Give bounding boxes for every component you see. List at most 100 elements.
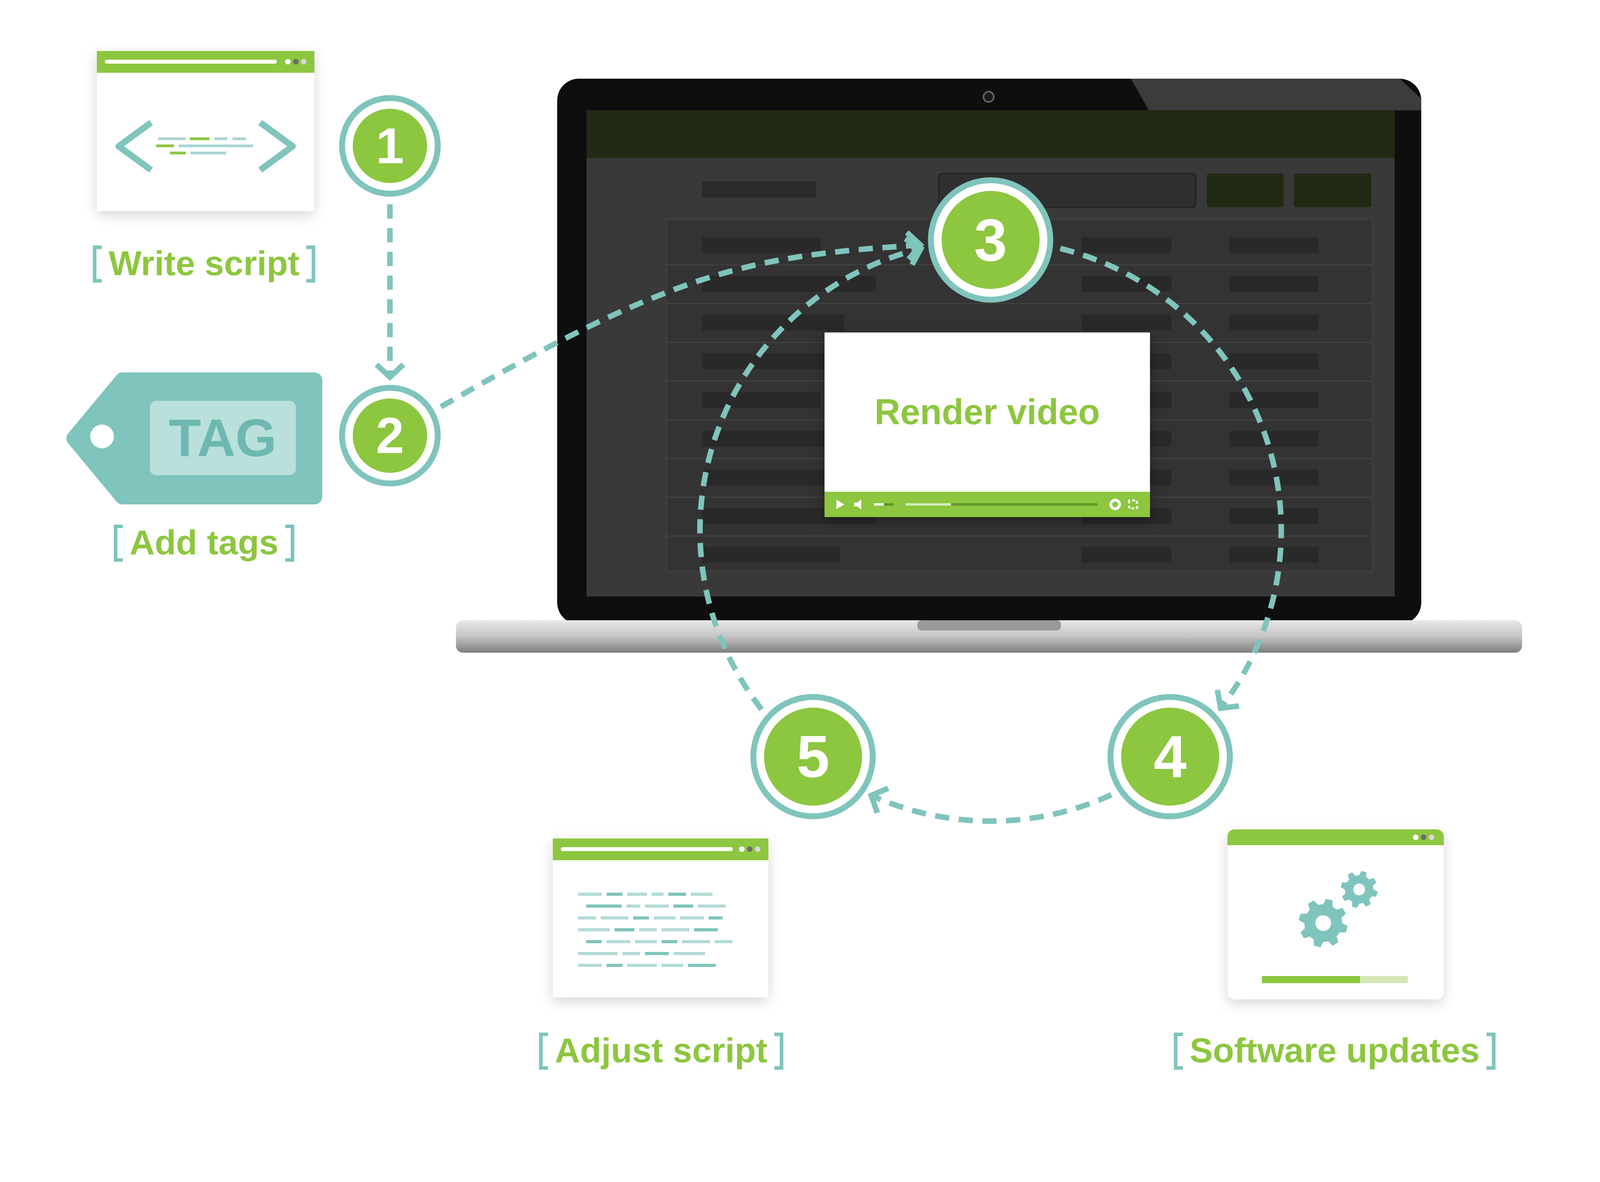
step-label: Write script: [108, 243, 300, 284]
text-line: [578, 916, 596, 920]
bracket: [94, 247, 102, 282]
bracket: [115, 526, 123, 561]
row-bar: [701, 237, 821, 254]
gear-hole: [1315, 915, 1332, 932]
window-dot: [739, 846, 745, 853]
window-dot: [747, 846, 753, 853]
step-circle: 4: [1106, 693, 1234, 821]
text-line: [680, 916, 704, 920]
text-line: [600, 916, 629, 920]
bracket: [774, 1034, 782, 1069]
text-line: [639, 928, 657, 932]
text-line: [708, 916, 723, 920]
code-chevron: [118, 122, 152, 171]
window: [552, 838, 769, 998]
circle-fill: [764, 707, 863, 806]
text-line: [697, 904, 726, 908]
text-line: [606, 892, 623, 897]
row-bar: [1229, 431, 1319, 447]
progress-track: [1261, 976, 1408, 984]
camera: [983, 91, 994, 103]
step-label: Add tags: [129, 522, 279, 563]
circle-ring: [342, 98, 438, 194]
window-dot: [1428, 834, 1435, 841]
row-bar: [701, 314, 845, 331]
window-bar: [96, 51, 315, 73]
window-bar: [552, 838, 769, 861]
text-lines: [578, 894, 733, 966]
bracket: [540, 1034, 549, 1069]
laptop: [455, 78, 1523, 653]
text-line: [653, 916, 676, 920]
laptop-notch: [917, 620, 1061, 631]
row-bar: [1229, 314, 1319, 331]
row-bar: [1229, 276, 1319, 292]
step-circle: 5: [749, 693, 877, 821]
bracket: [1175, 1034, 1183, 1069]
row-bar: [1081, 314, 1172, 331]
dashed-arrow: [387, 204, 393, 378]
text-line: [606, 940, 631, 944]
code-lines: [156, 138, 254, 154]
circle-fill: [1121, 707, 1220, 806]
text-line: [682, 940, 710, 944]
video-window: Render video: [824, 332, 1150, 518]
text-line: [578, 964, 602, 968]
dashed-arrow: [871, 794, 1112, 822]
text-line: [651, 892, 664, 897]
text-line: [690, 892, 713, 897]
circle-fill: [352, 108, 428, 184]
bracket: [285, 526, 293, 561]
tag-icon: [74, 380, 315, 497]
row-bar: [1081, 276, 1172, 292]
text-line: [578, 928, 610, 932]
gear-hole: [1353, 883, 1366, 896]
text-line: [627, 892, 647, 897]
text-line: [661, 940, 678, 944]
row-line: [666, 303, 1373, 305]
circle-ring: [753, 697, 873, 817]
row-bar: [1229, 237, 1319, 254]
screen-button: [1206, 173, 1284, 208]
text-line: [633, 916, 649, 920]
bracket: [306, 247, 314, 282]
step-number: 1: [375, 118, 404, 174]
step-circle: 3: [927, 176, 1054, 304]
circle-ring: [342, 387, 438, 484]
circle-fill: [352, 398, 428, 473]
text-line: [694, 928, 718, 932]
tag-hole: [90, 424, 114, 449]
row-bar: [701, 392, 821, 409]
row-bar: [701, 547, 841, 564]
circle-fill: [941, 191, 1040, 290]
window-line: [104, 59, 277, 64]
text-line: [661, 964, 684, 968]
text-line: [586, 904, 622, 908]
row-bar: [1229, 547, 1319, 564]
text-line: [644, 904, 669, 908]
text-line: [606, 964, 623, 968]
screen-button: [1293, 173, 1372, 208]
window-dot: [300, 58, 307, 65]
text-window-icon: [552, 838, 769, 998]
gear: [1340, 871, 1378, 908]
text-line: [614, 928, 635, 932]
text-line: [661, 928, 690, 932]
progress-fill: [1261, 976, 1360, 984]
video-title: Render video: [874, 392, 1100, 432]
text-line: [622, 952, 641, 956]
text-line: [578, 892, 602, 897]
bracket: [1486, 1034, 1494, 1069]
text-line: [668, 892, 687, 897]
step-number: 5: [796, 724, 830, 790]
window-dot: [285, 58, 291, 65]
step-circle: 2: [338, 384, 442, 488]
laptop-bezel: [557, 78, 1422, 625]
bezel-glare: [1130, 78, 1422, 111]
row-bar: [1229, 508, 1319, 525]
gears: [1298, 871, 1378, 948]
step-number: 4: [1153, 724, 1187, 790]
